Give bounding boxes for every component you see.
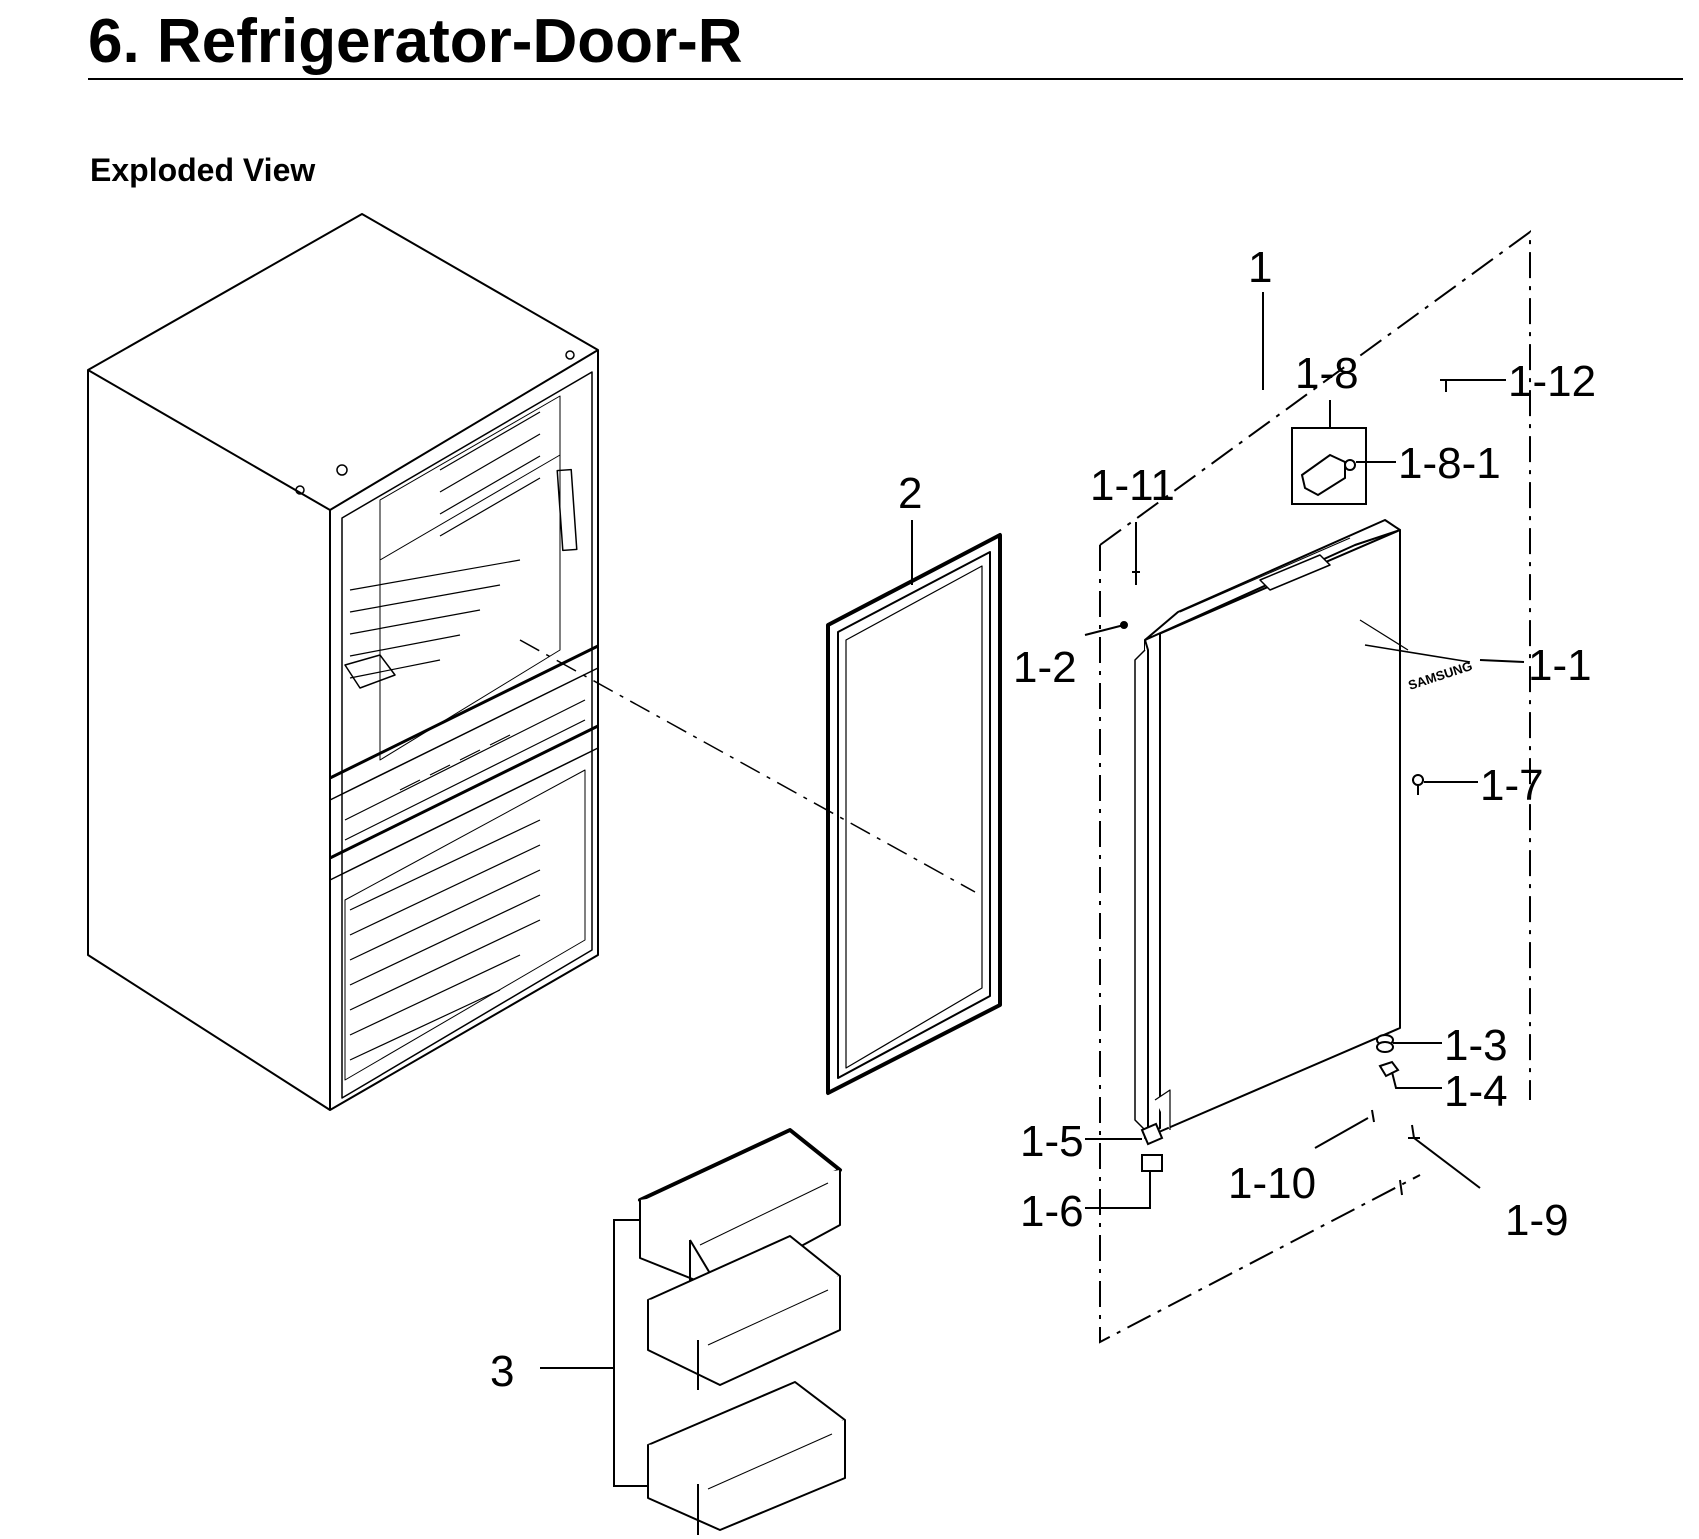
door-assembly-boundary <box>1099 230 1531 1344</box>
door-bin-middle <box>647 1235 841 1390</box>
callout-labels: 1 1-8 1-8-1 1-12 1-11 1-2 1-1 1-7 1-3 1-… <box>490 243 1596 1396</box>
leader-1-10 <box>1314 1117 1369 1149</box>
callout-2: 2 <box>898 469 922 518</box>
callout-1-10: 1-10 <box>1228 1159 1316 1208</box>
callout-1-5: 1-5 <box>1020 1117 1084 1166</box>
refrigerator-cabinet <box>87 213 599 1111</box>
section-heading: Exploded View <box>90 152 316 188</box>
callout-1-7: 1-7 <box>1480 761 1544 810</box>
leader-1-6 <box>1085 1171 1151 1209</box>
door-gasket <box>826 533 1002 1095</box>
callout-3-bracket <box>540 1219 648 1487</box>
callout-1-6: 1-6 <box>1020 1187 1084 1236</box>
leader-1-2 <box>1084 624 1125 636</box>
title-divider <box>88 78 1683 80</box>
callout-1-2: 1-2 <box>1013 643 1077 692</box>
leader-1-9 <box>1413 1137 1481 1189</box>
cabinet-leader-line <box>519 639 976 893</box>
callout-1-1: 1-1 <box>1528 641 1592 690</box>
callout-1-9: 1-9 <box>1505 1196 1569 1245</box>
callout-1-3: 1-3 <box>1444 1021 1508 1070</box>
callout-1-8: 1-8 <box>1295 349 1359 398</box>
refrigerator-door <box>1134 519 1409 1139</box>
callout-3: 3 <box>490 1347 514 1396</box>
page-title: 6. Refrigerator-Door-R <box>88 7 743 76</box>
leader-1-1-door <box>1364 644 1471 663</box>
small-parts <box>1120 379 1452 1196</box>
callout-1-12: 1-12 <box>1508 357 1596 406</box>
door-bins <box>638 1128 846 1535</box>
callout-1-4: 1-4 <box>1444 1067 1508 1116</box>
callout-1-11: 1-11 <box>1090 461 1175 510</box>
leader-1-4 <box>1391 1071 1442 1089</box>
door-bin-bottom <box>647 1381 846 1535</box>
door-brand-logo: SAMSUNG <box>1406 658 1474 693</box>
callout-leaders <box>911 292 1525 1209</box>
callout-1: 1 <box>1248 243 1272 292</box>
leader-1-1 <box>1479 659 1525 663</box>
callout-1-8-1: 1-8-1 <box>1398 439 1501 488</box>
